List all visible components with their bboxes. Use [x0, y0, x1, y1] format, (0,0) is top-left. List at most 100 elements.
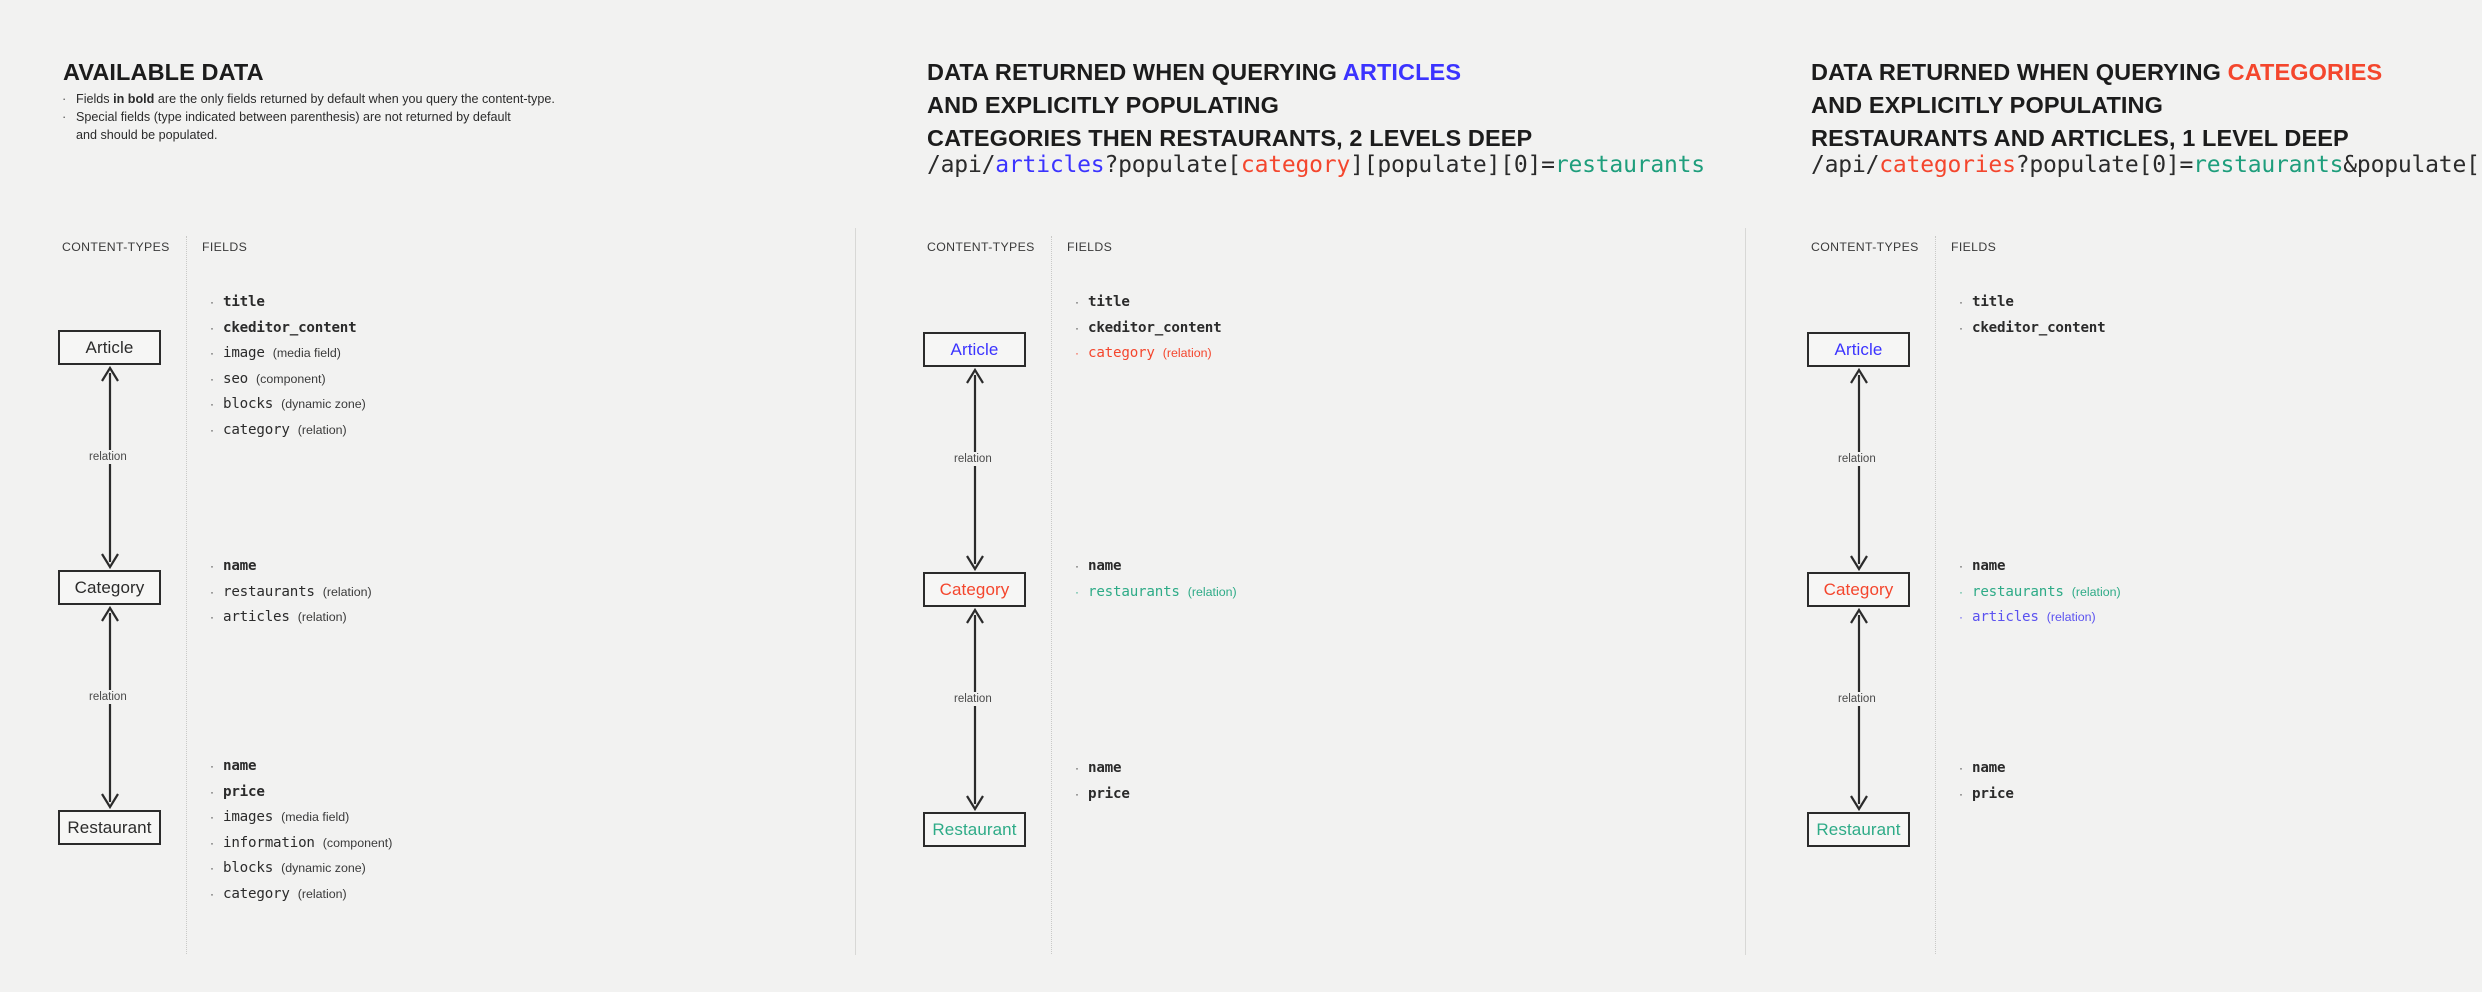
- panel-available-data: AVAILABLE DATA · Fields in bold are the …: [0, 0, 855, 992]
- bullet-icon: ·: [210, 371, 214, 386]
- heading-line: AND EXPLICITLY POPULATING: [1811, 91, 2163, 118]
- bullet-icon: ·: [1075, 346, 1079, 360]
- bullet-icon: ·: [1075, 584, 1079, 599]
- relation-label-1: relation: [85, 450, 131, 464]
- heading-line: CATEGORIES THEN RESTAURANTS, 2 LEVELS DE…: [927, 124, 1533, 151]
- relation-label-2: relation: [950, 692, 996, 706]
- field-name: articles: [223, 609, 290, 625]
- field-row: · name: [1075, 558, 1237, 574]
- bullet-icon: ·: [210, 346, 214, 360]
- field-row: ·restaurants(relation): [210, 584, 372, 600]
- api-url-segment: ?populate[: [1104, 152, 1241, 178]
- field-type: (dynamic zone): [281, 397, 366, 411]
- field-type: (relation): [297, 886, 347, 901]
- column-label-content-types: CONTENT-TYPES: [62, 240, 170, 254]
- bullet-icon: ·: [1959, 786, 1963, 801]
- field-name: articles: [1972, 609, 2039, 625]
- bullet-icon: ·: [210, 559, 214, 573]
- field-name: name: [1088, 558, 1122, 574]
- column-label-fields: FIELDS: [202, 240, 248, 254]
- bullet-icon: ·: [210, 610, 214, 624]
- content-type-box-restaurant[interactable]: Restaurant: [923, 812, 1026, 847]
- field-type: (dynamic zone): [281, 861, 366, 875]
- content-type-box-article[interactable]: Article: [1807, 332, 1910, 367]
- field-list-category: ·name ·restaurants(relation) ·articles(rel…: [1959, 558, 2121, 635]
- field-type: (component): [322, 835, 393, 850]
- field-row: · name: [210, 558, 372, 574]
- heading-line: RESTAURANTS AND ARTICLES, 1 LEVEL DEEP: [1811, 124, 2349, 151]
- content-type-box-article[interactable]: Article: [58, 330, 161, 365]
- panel-2-api-url[interactable]: /api/articles?populate[category][populat…: [927, 152, 1705, 178]
- field-name: ckeditor_content: [1972, 319, 2106, 336]
- content-type-box-category[interactable]: Category: [923, 572, 1026, 607]
- panel-separator-1: [855, 228, 856, 955]
- column-label-fields: FIELDS: [1951, 240, 1997, 254]
- panel-1-heading: AVAILABLE DATA: [63, 58, 264, 85]
- field-row: ·name: [1959, 760, 2014, 776]
- field-name: title: [223, 294, 265, 310]
- field-row: ·name: [1959, 558, 2121, 574]
- relation-arrow-category-restaurant: [1847, 607, 1871, 812]
- bullet-icon: ·: [210, 759, 214, 773]
- field-name: seo: [223, 370, 249, 387]
- bullet-icon: ·: [210, 886, 214, 901]
- field-name: price: [1972, 785, 2014, 802]
- field-row: ·restaurants(relation): [1959, 584, 2121, 600]
- bullet-icon: ·: [1075, 559, 1079, 573]
- field-name: images: [223, 809, 274, 825]
- field-row: ·name: [1075, 760, 1130, 776]
- content-type-box-category[interactable]: Category: [1807, 572, 1910, 607]
- field-name: title: [1088, 294, 1130, 310]
- panel-3-api-url[interactable]: /api/categories?populate[0]=restaurants&…: [1811, 152, 2482, 178]
- inner-dotted-divider: [186, 236, 187, 954]
- heading-line: DATA RETURNED WHEN QUERYING CATEGORIES: [1811, 58, 2383, 85]
- note-row: · Fields in bold are the only fields ret…: [62, 90, 642, 108]
- api-url-segment: restaurants: [2193, 152, 2344, 178]
- field-row: ·restaurants(relation): [1075, 584, 1237, 600]
- field-name: name: [223, 558, 257, 574]
- field-type: (relation): [1187, 584, 1237, 599]
- content-type-box-article[interactable]: Article: [923, 332, 1026, 367]
- bullet-icon: ·: [210, 835, 214, 850]
- api-url-segment: &populate[1]=: [2343, 152, 2482, 178]
- field-row: ·title: [1075, 294, 1221, 310]
- field-name: restaurants: [1972, 583, 2064, 600]
- field-name: name: [1972, 558, 2006, 574]
- field-name: information: [223, 834, 315, 851]
- content-type-box-category[interactable]: Category: [58, 570, 161, 605]
- content-type-box-restaurant[interactable]: Restaurant: [58, 810, 161, 845]
- field-row: ·price: [210, 784, 392, 800]
- field-row: · price: [1959, 786, 2014, 802]
- field-list-article: ·title·ckeditor_content·image(media fiel…: [210, 294, 366, 447]
- content-type-box-restaurant[interactable]: Restaurant: [1807, 812, 1910, 847]
- field-list-article: ·title·ckeditor_content·category(relatio…: [1075, 294, 1222, 371]
- field-type: (relation): [1162, 346, 1212, 360]
- relation-arrow-category-restaurant: [98, 605, 122, 810]
- heading-highlight: ARTICLES: [1342, 58, 1462, 85]
- note-row-continued: and should be populated.: [62, 126, 642, 144]
- note-text: and should be populated.: [76, 128, 218, 142]
- heading-line: DATA RETURNED WHEN QUERYING ARTICLES: [927, 58, 1462, 85]
- note-text: Special fields (type indicated between p…: [76, 110, 511, 124]
- field-row: · ckeditor_content: [1959, 319, 2106, 336]
- bullet-icon: ·: [210, 320, 214, 335]
- bullet-icon: ·: [210, 397, 214, 411]
- api-url-segment: category: [1240, 152, 1351, 178]
- bullet-icon: ·: [1075, 761, 1079, 775]
- field-row: ·ckeditor_content: [210, 320, 366, 336]
- bullet-icon: ·: [210, 861, 214, 875]
- field-row: ·category(relation): [210, 886, 392, 902]
- bullet-icon: ·: [1959, 320, 1963, 335]
- field-list-restaurant: ·name · price: [1959, 760, 2014, 811]
- field-row: ·articles(relation): [1959, 609, 2121, 625]
- column-label-content-types: CONTENT-TYPES: [1811, 240, 1919, 254]
- bullet-icon: ·: [210, 810, 214, 824]
- bullet-icon: ·: [1075, 320, 1079, 335]
- field-list-category: · name ·restaurants(relation): [1075, 558, 1237, 609]
- field-name: restaurants: [223, 583, 315, 600]
- field-type: (relation): [297, 422, 347, 437]
- relation-arrow-category-restaurant: [963, 607, 987, 812]
- field-name: price: [1088, 785, 1130, 802]
